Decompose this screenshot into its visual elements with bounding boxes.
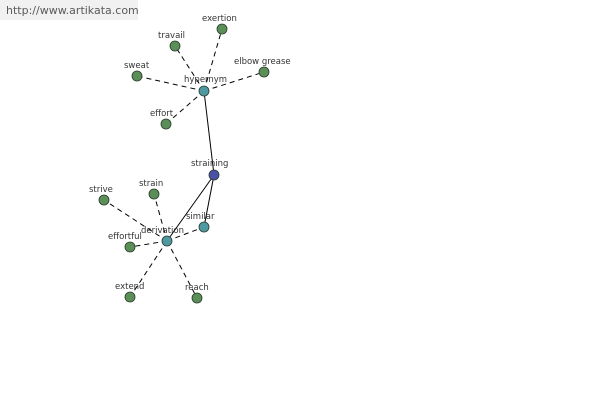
source-url: http://www.artikata.com <box>6 4 139 17</box>
edge-hypernym-exertion <box>203 28 223 92</box>
node-label-sweat: sweat <box>124 61 150 71</box>
node-extend[interactable]: extend <box>115 282 144 303</box>
node-marker-straining[interactable] <box>208 169 220 181</box>
node-label-reach: reach <box>185 283 209 293</box>
edge-derivation-reach <box>166 240 198 299</box>
edge-derivation-strive <box>103 199 168 242</box>
node-label-effort: effort <box>150 109 174 119</box>
node-label-travail: travail <box>158 31 185 41</box>
edge-derivation-effortful <box>129 240 168 248</box>
node-marker-strain[interactable] <box>148 188 160 200</box>
node-marker-strive[interactable] <box>98 194 110 206</box>
node-label-strive: strive <box>89 185 113 195</box>
edge-straining-derivation <box>166 174 215 242</box>
edge-derivation-similar <box>166 226 205 242</box>
node-marker-extend[interactable] <box>124 291 136 303</box>
node-marker-exertion[interactable] <box>216 23 228 35</box>
node-label-elbow-grease: elbow grease <box>234 57 291 67</box>
edge-straining-similar <box>203 174 215 228</box>
node-label-hypernym: hypernym <box>184 75 227 85</box>
node-marker-effortful[interactable] <box>124 241 136 253</box>
node-marker-elbow-grease[interactable] <box>258 66 270 78</box>
edge-derivation-strain <box>153 193 168 242</box>
node-exertion[interactable]: exertion <box>202 14 237 35</box>
node-effortful[interactable]: effortful <box>108 232 142 253</box>
node-marker-derivation[interactable] <box>161 235 173 247</box>
node-label-straining: straining <box>191 159 228 169</box>
node-strain[interactable]: strain <box>139 179 163 200</box>
node-derivation[interactable]: derivation <box>141 226 184 247</box>
node-marker-sweat[interactable] <box>131 70 143 82</box>
edge-derivation-extend <box>129 240 168 298</box>
node-label-derivation: derivation <box>141 226 184 236</box>
node-label-strain: strain <box>139 179 163 189</box>
node-elbow-grease[interactable]: elbow grease <box>234 57 291 78</box>
node-sweat[interactable]: sweat <box>124 61 150 82</box>
node-marker-effort[interactable] <box>160 118 172 130</box>
node-effort[interactable]: effort <box>150 109 174 130</box>
node-marker-similar[interactable] <box>198 221 210 233</box>
edge-hypernym-elbow-grease <box>203 71 265 92</box>
node-straining[interactable]: straining <box>191 159 228 181</box>
source-banner: http://www.artikata.com <box>0 0 139 20</box>
node-label-similar: similar <box>186 212 215 222</box>
node-label-extend: extend <box>115 282 144 292</box>
node-strive[interactable]: strive <box>89 185 113 206</box>
edge-hypernym-sweat <box>136 75 205 92</box>
edge-layer <box>103 28 265 299</box>
node-label-exertion: exertion <box>202 14 237 24</box>
node-label-effortful: effortful <box>108 232 142 242</box>
node-marker-travail[interactable] <box>169 40 181 52</box>
edge-straining-hypernym <box>203 90 215 176</box>
node-similar[interactable]: similar <box>186 212 215 233</box>
node-marker-reach[interactable] <box>191 292 203 304</box>
node-travail[interactable]: travail <box>158 31 185 52</box>
edge-hypernym-effort <box>165 90 205 125</box>
node-hypernym[interactable]: hypernym <box>184 75 227 97</box>
node-reach[interactable]: reach <box>185 283 209 304</box>
node-marker-hypernym[interactable] <box>198 85 210 97</box>
